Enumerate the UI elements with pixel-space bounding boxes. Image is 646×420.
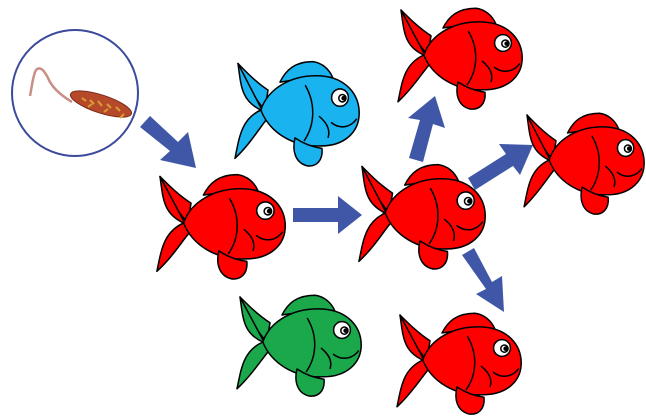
bacterium-icon: [28, 67, 133, 119]
fish-red-top-right: [397, 7, 523, 110]
fish-green-bottom: [236, 294, 362, 397]
arrow-bacterium-to-fish: [140, 116, 196, 168]
bacterium-flagellum: [28, 67, 73, 104]
fish-red-bottom-right: [396, 312, 522, 415]
arrows: [140, 96, 533, 312]
arrow-center-to-bottom: [462, 248, 504, 312]
fish-red-infected-first: [156, 173, 287, 280]
bacterium-spots: [81, 97, 125, 119]
arrow-fish-to-center: [293, 196, 362, 234]
bacterium-inset: [11, 29, 139, 157]
fish-blue-top: [234, 60, 360, 167]
arrow-center-to-top: [408, 96, 445, 162]
fish-red-right: [523, 112, 645, 215]
arrow-center-to-right: [468, 144, 533, 190]
